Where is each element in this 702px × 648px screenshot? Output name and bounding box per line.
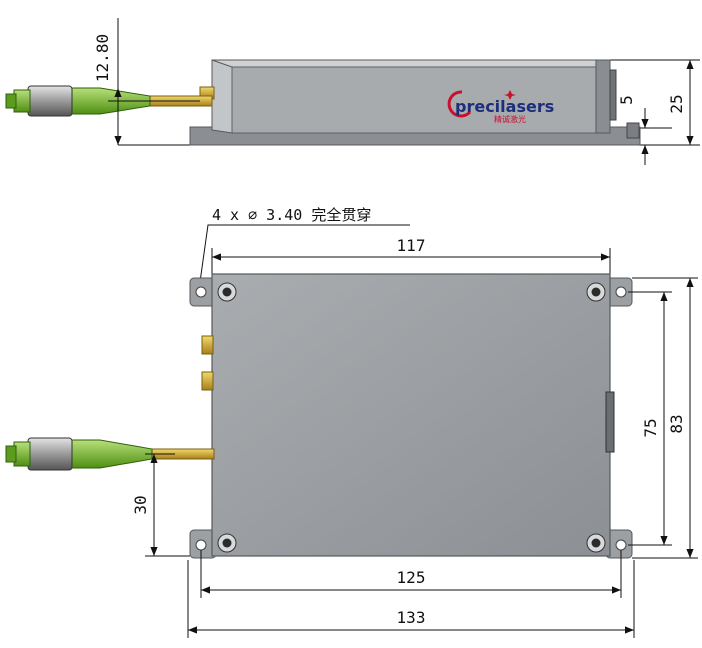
top-fiber-assembly xyxy=(5,437,215,471)
screw-tl xyxy=(217,282,237,302)
dim-fiber-height: 12.80 xyxy=(93,34,112,82)
dim-overall-width: 133 xyxy=(397,608,426,627)
top-connector-body xyxy=(27,437,73,471)
side-housing-edge xyxy=(211,59,233,134)
dim-top-width: 117 xyxy=(397,236,426,255)
logo-star-icon xyxy=(504,90,516,100)
mount-hole-bl xyxy=(195,539,207,551)
logo-subtitle: 精诚激光 xyxy=(494,114,526,124)
gold-pin-1 xyxy=(201,335,214,355)
dim-fiber-offset: 30 xyxy=(131,495,150,514)
mount-hole-tr xyxy=(615,286,627,298)
top-housing-plate xyxy=(211,273,611,557)
logo-c-mark xyxy=(447,90,472,118)
dim-tab-height: 5 xyxy=(617,95,636,105)
screw-bl xyxy=(217,533,237,553)
hole-note: 4 x ∅ 3.40 完全贯穿 xyxy=(212,206,371,224)
dim-outer-height: 83 xyxy=(667,414,686,433)
side-view: precilasers 精诚激光 12.80 5 25 xyxy=(5,18,700,165)
screw-br xyxy=(586,533,606,553)
screw-tr xyxy=(586,282,606,302)
precilasers-logo: precilasers 精诚激光 xyxy=(447,90,554,124)
top-view: 4 x ∅ 3.40 完全贯穿 117 xyxy=(5,206,698,638)
top-side-port xyxy=(605,391,615,453)
top-housing xyxy=(189,273,633,559)
gold-pin-2 xyxy=(201,371,214,391)
dim-total-height: 25 xyxy=(667,94,686,113)
side-right-tab xyxy=(626,122,640,139)
mount-hole-tl xyxy=(195,286,207,298)
logo-wordmark: precilasers xyxy=(455,97,554,116)
dim-hole-spacing: 125 xyxy=(397,568,426,587)
side-connector-body xyxy=(27,85,73,117)
mount-hole-br xyxy=(615,539,627,551)
dim-inner-height: 75 xyxy=(641,418,660,437)
top-fiber-boot xyxy=(69,439,153,469)
